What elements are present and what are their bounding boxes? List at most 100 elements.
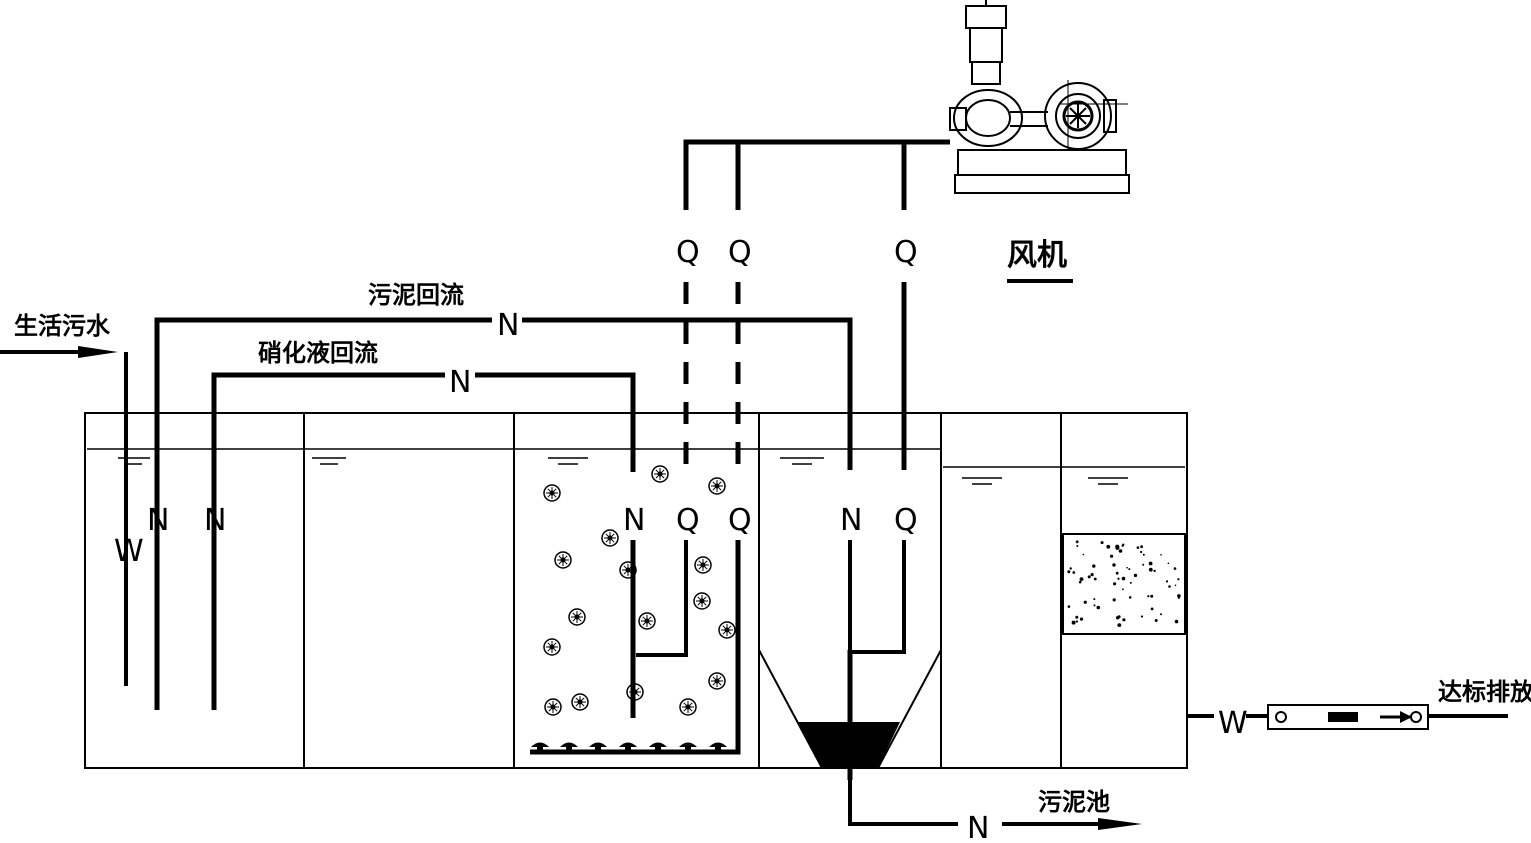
air-bubble: [543, 638, 561, 656]
media-dot: [1069, 567, 1072, 570]
media-dot: [1112, 563, 1116, 567]
media-dot: [1083, 600, 1087, 604]
media-dot: [1173, 567, 1177, 570]
air-code-top-2: Q: [728, 235, 752, 270]
inlet-label: 生活污水: [14, 312, 111, 340]
air-code-settling: Q: [894, 503, 918, 538]
media-dot: [1147, 595, 1150, 598]
air-bubble: [638, 612, 656, 630]
media-dot: [1177, 594, 1181, 598]
media-dot: [1087, 575, 1091, 579]
media-dot: [1093, 577, 1097, 581]
media-dot: [1115, 544, 1120, 549]
discharge-label: 达标排放: [1438, 678, 1531, 706]
media-dot: [1133, 573, 1138, 578]
media-dot: [1136, 546, 1140, 549]
sludge-outlet-pipe: [848, 768, 1142, 830]
air-bubble: [543, 484, 561, 502]
sludge-code-tank1: N: [147, 503, 169, 538]
sludge-code-tank1b: N: [204, 503, 226, 538]
media-dot: [1110, 554, 1114, 558]
media-dot: [1142, 553, 1145, 556]
media-dot: [1093, 598, 1096, 601]
media-dot: [1165, 580, 1169, 583]
air-bubble: [694, 556, 712, 574]
air-bubble: [544, 698, 562, 716]
media-dot: [1177, 597, 1180, 599]
air-drop-pipes: [530, 540, 906, 755]
media-dot: [1128, 568, 1131, 571]
media-dot: [1122, 618, 1126, 622]
media-dot: [1148, 567, 1153, 572]
media-dot: [1090, 573, 1094, 577]
air-bubble: [651, 465, 669, 483]
media-dot: [1078, 580, 1082, 584]
media-dot: [1118, 549, 1123, 553]
air-bubble: [718, 621, 736, 639]
air-bubble: [568, 608, 586, 626]
filter-media-bed: [1062, 533, 1186, 635]
blower-machine: [949, 0, 1130, 194]
air-code-top-1: Q: [676, 235, 700, 270]
media-dot: [1150, 594, 1154, 598]
media-dot: [1167, 562, 1170, 565]
media-dot: [1117, 577, 1120, 580]
nitrate-return-pipe: [211, 372, 636, 718]
air-pipe-dashes: [683, 282, 907, 472]
media-dot: [1116, 616, 1120, 620]
media-dot: [1148, 561, 1153, 566]
media-dot: [1150, 607, 1154, 611]
media-dot: [1122, 588, 1124, 591]
media-dot: [1075, 540, 1079, 544]
air-bubble: [693, 592, 711, 610]
air-bubble: [626, 683, 644, 701]
media-dot: [1093, 604, 1096, 607]
media-dot: [1082, 553, 1085, 556]
media-dot: [1076, 545, 1079, 547]
media-dot: [1160, 613, 1162, 616]
media-dot: [1121, 544, 1124, 547]
sludge-code-aeration: N: [623, 503, 645, 538]
air-code-aeration-1: Q: [676, 503, 700, 538]
sludge-code-return: N: [497, 308, 519, 343]
air-code-aeration-2: Q: [728, 503, 752, 538]
inlet-arrow: [0, 346, 118, 358]
air-bubble: [571, 693, 589, 711]
media-dot: [1154, 619, 1158, 622]
sludge-code-nitrate: N: [449, 365, 471, 400]
water-level-markers: [118, 457, 1128, 485]
sludge-return-pipe: [154, 317, 853, 780]
media-dot: [1115, 571, 1119, 575]
air-main-pipe: [683, 139, 950, 210]
media-dot: [1168, 585, 1171, 588]
nitrate-return-label: 硝化液回流: [258, 339, 378, 367]
air-bubble: [554, 551, 572, 569]
blower-label: 风机: [1007, 238, 1067, 273]
sludge-tank-label: 污泥池: [1038, 788, 1110, 816]
media-dot: [1177, 578, 1180, 581]
media-dot: [1142, 563, 1145, 566]
media-dot: [1113, 582, 1117, 586]
sludge-code-outlet: N: [967, 811, 989, 843]
media-dot: [1071, 620, 1076, 625]
discharge-pipe: [1187, 704, 1508, 730]
media-dot: [1096, 605, 1101, 610]
sludge-return-label: 污泥回流: [368, 281, 464, 309]
media-dot: [1121, 576, 1126, 581]
air-bubble: [601, 529, 619, 547]
flow-meter: [1275, 711, 1422, 723]
water-code-discharge: W: [1218, 706, 1248, 741]
water-code-inlet: W: [114, 534, 144, 569]
air-bubble: [679, 698, 697, 716]
media-dot: [1106, 544, 1111, 549]
water-level-lines: [87, 448, 1185, 468]
air-bubble: [708, 477, 726, 495]
media-dot: [1174, 619, 1179, 624]
filter-media-dots: [1067, 540, 1181, 627]
media-dot: [1160, 554, 1162, 556]
media-dot: [1174, 584, 1177, 587]
media-dot: [1092, 564, 1096, 568]
tank-outline: [84, 412, 1188, 769]
media-dot: [1079, 617, 1084, 621]
